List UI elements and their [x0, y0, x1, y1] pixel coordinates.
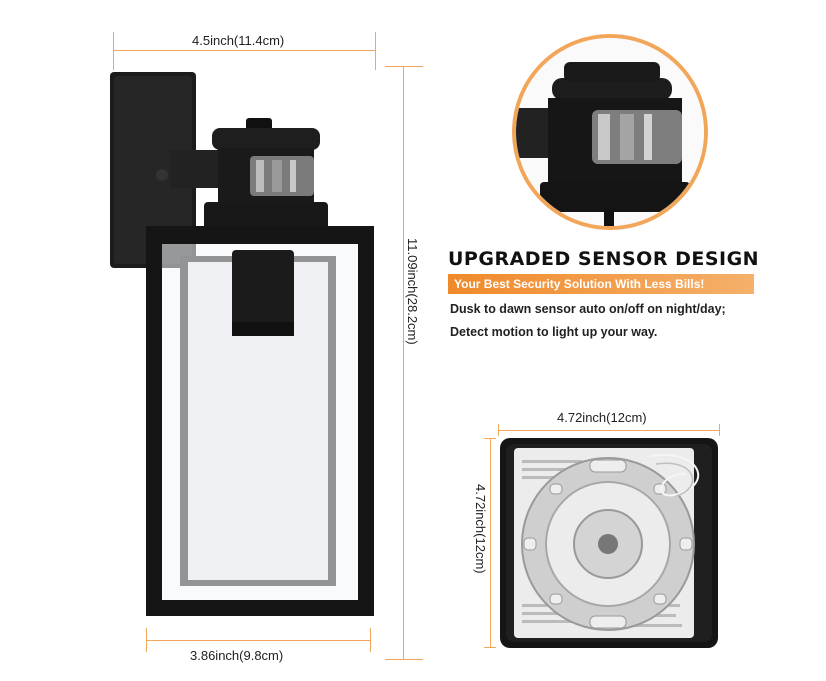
- wall-lamp-image: [110, 72, 374, 616]
- sensor-closeup-image: [516, 38, 704, 226]
- mounting-backplate-image: [500, 438, 718, 648]
- lamp-height-label: 11.09inch(28.2cm): [405, 238, 420, 345]
- backplate-height-label: 4.72inch(12cm): [473, 484, 488, 574]
- wire-loop: [649, 453, 699, 497]
- sensor-heading: UPGRADED SENSOR DESIGN: [448, 248, 760, 270]
- lamp-arm: [170, 150, 220, 188]
- backplate-width-label: 4.72inch(12cm): [557, 410, 647, 425]
- sensor-feature-line-2: Detect motion to light up your way.: [450, 325, 658, 339]
- mounting-ring: [521, 457, 695, 631]
- sensor-feature-line-1: Dusk to dawn sensor auto on/off on night…: [450, 302, 726, 316]
- sensor-zoom-circle: [512, 34, 708, 230]
- lamp-base-label: 3.86inch(9.8cm): [190, 648, 284, 663]
- sensor-banner: Your Best Security Solution With Less Bi…: [448, 274, 754, 294]
- bulb-socket: [232, 250, 294, 334]
- lantern-frame: [146, 226, 374, 616]
- lamp-width-label: 4.5inch(11.4cm): [192, 33, 285, 48]
